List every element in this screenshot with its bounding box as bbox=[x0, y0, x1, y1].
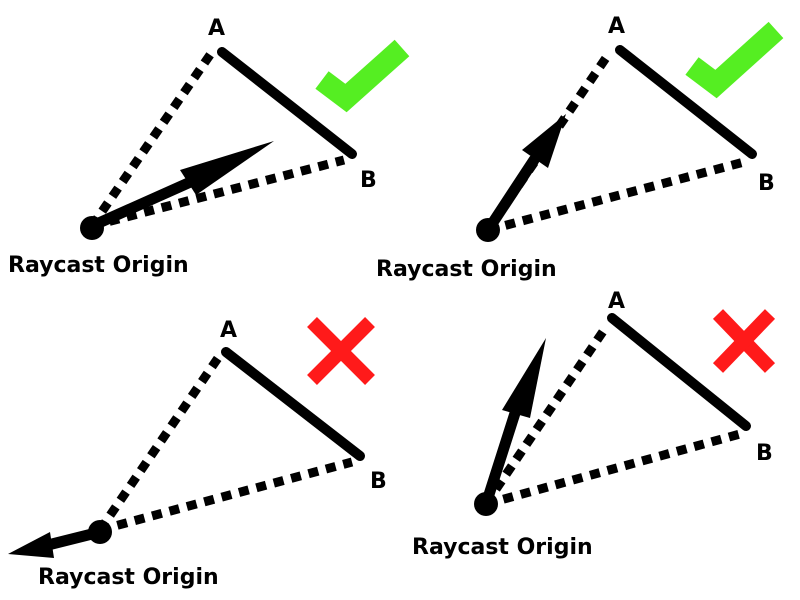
ray-arrowhead bbox=[522, 114, 566, 168]
panel-3: A B Raycast Origin bbox=[8, 317, 387, 590]
point-b-label: B bbox=[758, 171, 775, 196]
ray-shaft bbox=[480, 404, 522, 510]
dotted-line-to-b bbox=[98, 457, 354, 535]
dotted-line-to-a bbox=[96, 355, 222, 533]
ray-arrowhead bbox=[8, 532, 54, 558]
panel-2: A B Raycast Origin bbox=[376, 14, 784, 282]
origin-point bbox=[474, 492, 498, 516]
dotted-line-to-b bbox=[90, 155, 346, 231]
dotted-line-to-b bbox=[484, 429, 742, 509]
point-b-label: B bbox=[756, 441, 773, 466]
point-a-label: A bbox=[220, 318, 237, 343]
origin-point bbox=[88, 520, 112, 544]
cross-icon bbox=[712, 309, 776, 373]
origin-point bbox=[476, 218, 500, 242]
dotted-line-to-a bbox=[482, 327, 608, 507]
check-icon bbox=[685, 21, 784, 99]
dotted-line-to-b bbox=[486, 157, 746, 235]
panel-1: A B Raycast Origin bbox=[8, 16, 410, 278]
origin-point bbox=[80, 216, 104, 240]
origin-label: Raycast Origin bbox=[412, 535, 593, 560]
origin-label: Raycast Origin bbox=[376, 257, 557, 282]
point-a-label: A bbox=[608, 289, 625, 314]
ray-shaft bbox=[482, 154, 540, 236]
ray-arrowhead bbox=[180, 141, 274, 195]
ray-arrowhead bbox=[502, 338, 546, 418]
segment-ab bbox=[607, 313, 751, 431]
segment-ab bbox=[615, 45, 757, 159]
origin-label: Raycast Origin bbox=[38, 565, 219, 590]
ray-shaft bbox=[86, 174, 201, 232]
point-a-label: A bbox=[208, 16, 225, 41]
check-icon bbox=[315, 39, 410, 113]
panel-4: A B Raycast Origin bbox=[412, 289, 776, 560]
point-a-label: A bbox=[608, 14, 625, 39]
segment-ab bbox=[221, 347, 365, 461]
segment-ab bbox=[217, 47, 357, 159]
point-b-label: B bbox=[360, 168, 377, 193]
origin-label: Raycast Origin bbox=[8, 253, 189, 278]
cross-icon bbox=[307, 317, 375, 385]
point-b-label: B bbox=[370, 469, 387, 494]
